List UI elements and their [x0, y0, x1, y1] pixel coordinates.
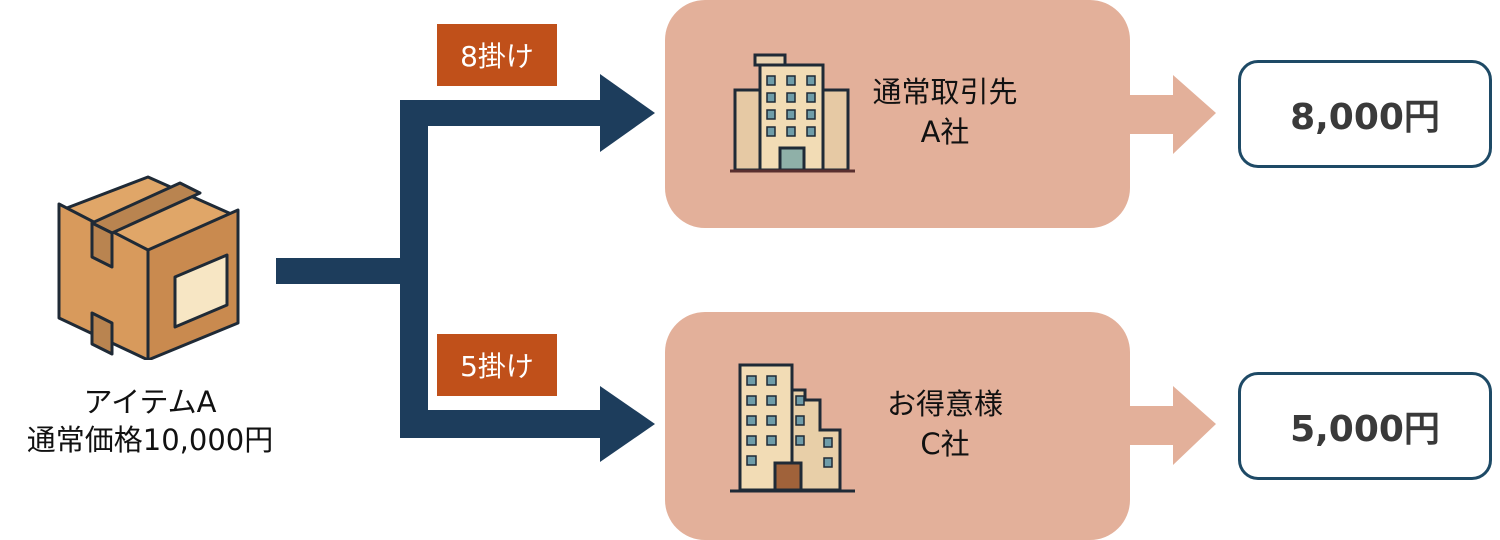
- result-price-c: 5,000円: [1238, 372, 1492, 480]
- box-icon: [57, 175, 240, 360]
- result-arrow-bottom: [1128, 386, 1216, 465]
- arrowhead-bottom: [600, 386, 655, 462]
- customer-panel-a: 通常取引先 A社: [665, 0, 1130, 228]
- item-label: アイテムA 通常価格10,000円: [0, 383, 300, 459]
- customer-company: C社: [920, 427, 970, 461]
- item-name: アイテムA: [83, 385, 217, 419]
- customer-company: A社: [920, 115, 970, 149]
- result-arrow-top: [1128, 75, 1216, 154]
- customer-panel-c: お得意様 C社: [665, 312, 1130, 540]
- customer-name: お得意様: [886, 387, 1003, 421]
- office-building-icon: [730, 363, 855, 493]
- result-price-a: 8,000円: [1238, 60, 1492, 168]
- rate-label-a: 8掛け: [437, 24, 557, 86]
- customer-name: 通常取引先: [872, 75, 1018, 109]
- flow-arm-top: [400, 100, 602, 126]
- flow-arm-bottom: [400, 410, 602, 438]
- flow-trunk: [400, 100, 428, 438]
- arrowhead-top: [600, 74, 655, 152]
- office-building-icon: [730, 53, 855, 173]
- rate-label-c: 5掛け: [437, 334, 557, 396]
- item-price: 通常価格10,000円: [26, 423, 274, 457]
